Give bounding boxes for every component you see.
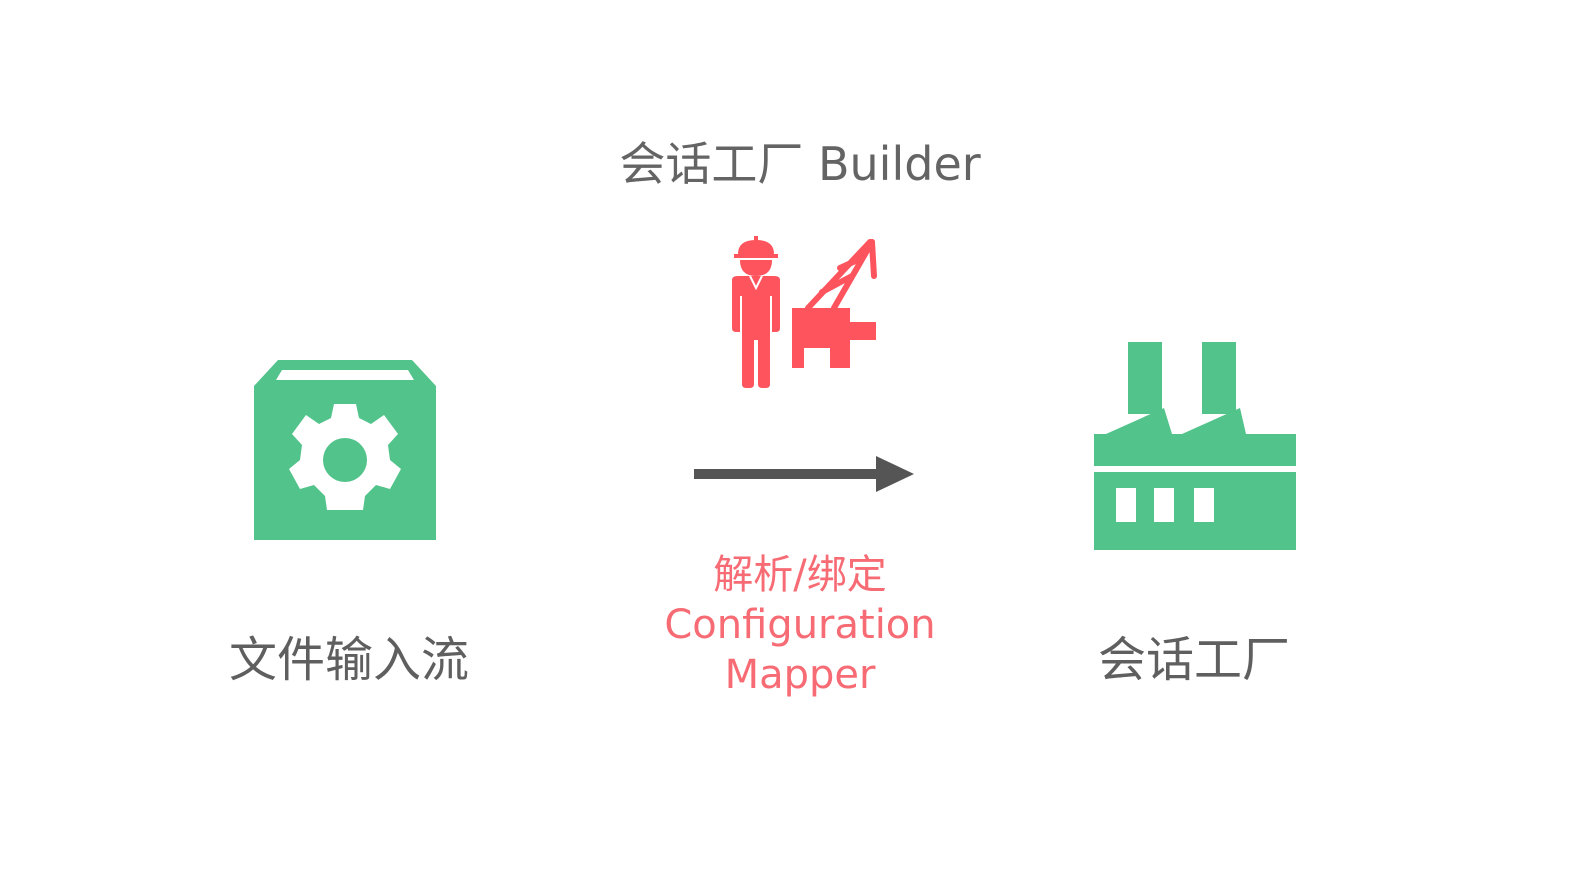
process-line-3: Mapper — [724, 652, 876, 698]
arrow-right-icon — [692, 455, 916, 493]
process-label: 解析/绑定 Configuration Mapper — [600, 550, 1000, 700]
factory-icon — [1094, 342, 1298, 550]
process-line-2: Configuration — [664, 602, 936, 648]
worker-crane-icon — [722, 236, 882, 388]
diagram-title: 会话工厂 Builder — [619, 137, 981, 191]
source-label: 文件输入流 — [228, 632, 469, 688]
target-label: 会话工厂 — [1097, 632, 1290, 688]
process-line-1: 解析/绑定 — [713, 552, 887, 598]
box-gear-icon — [254, 360, 436, 540]
